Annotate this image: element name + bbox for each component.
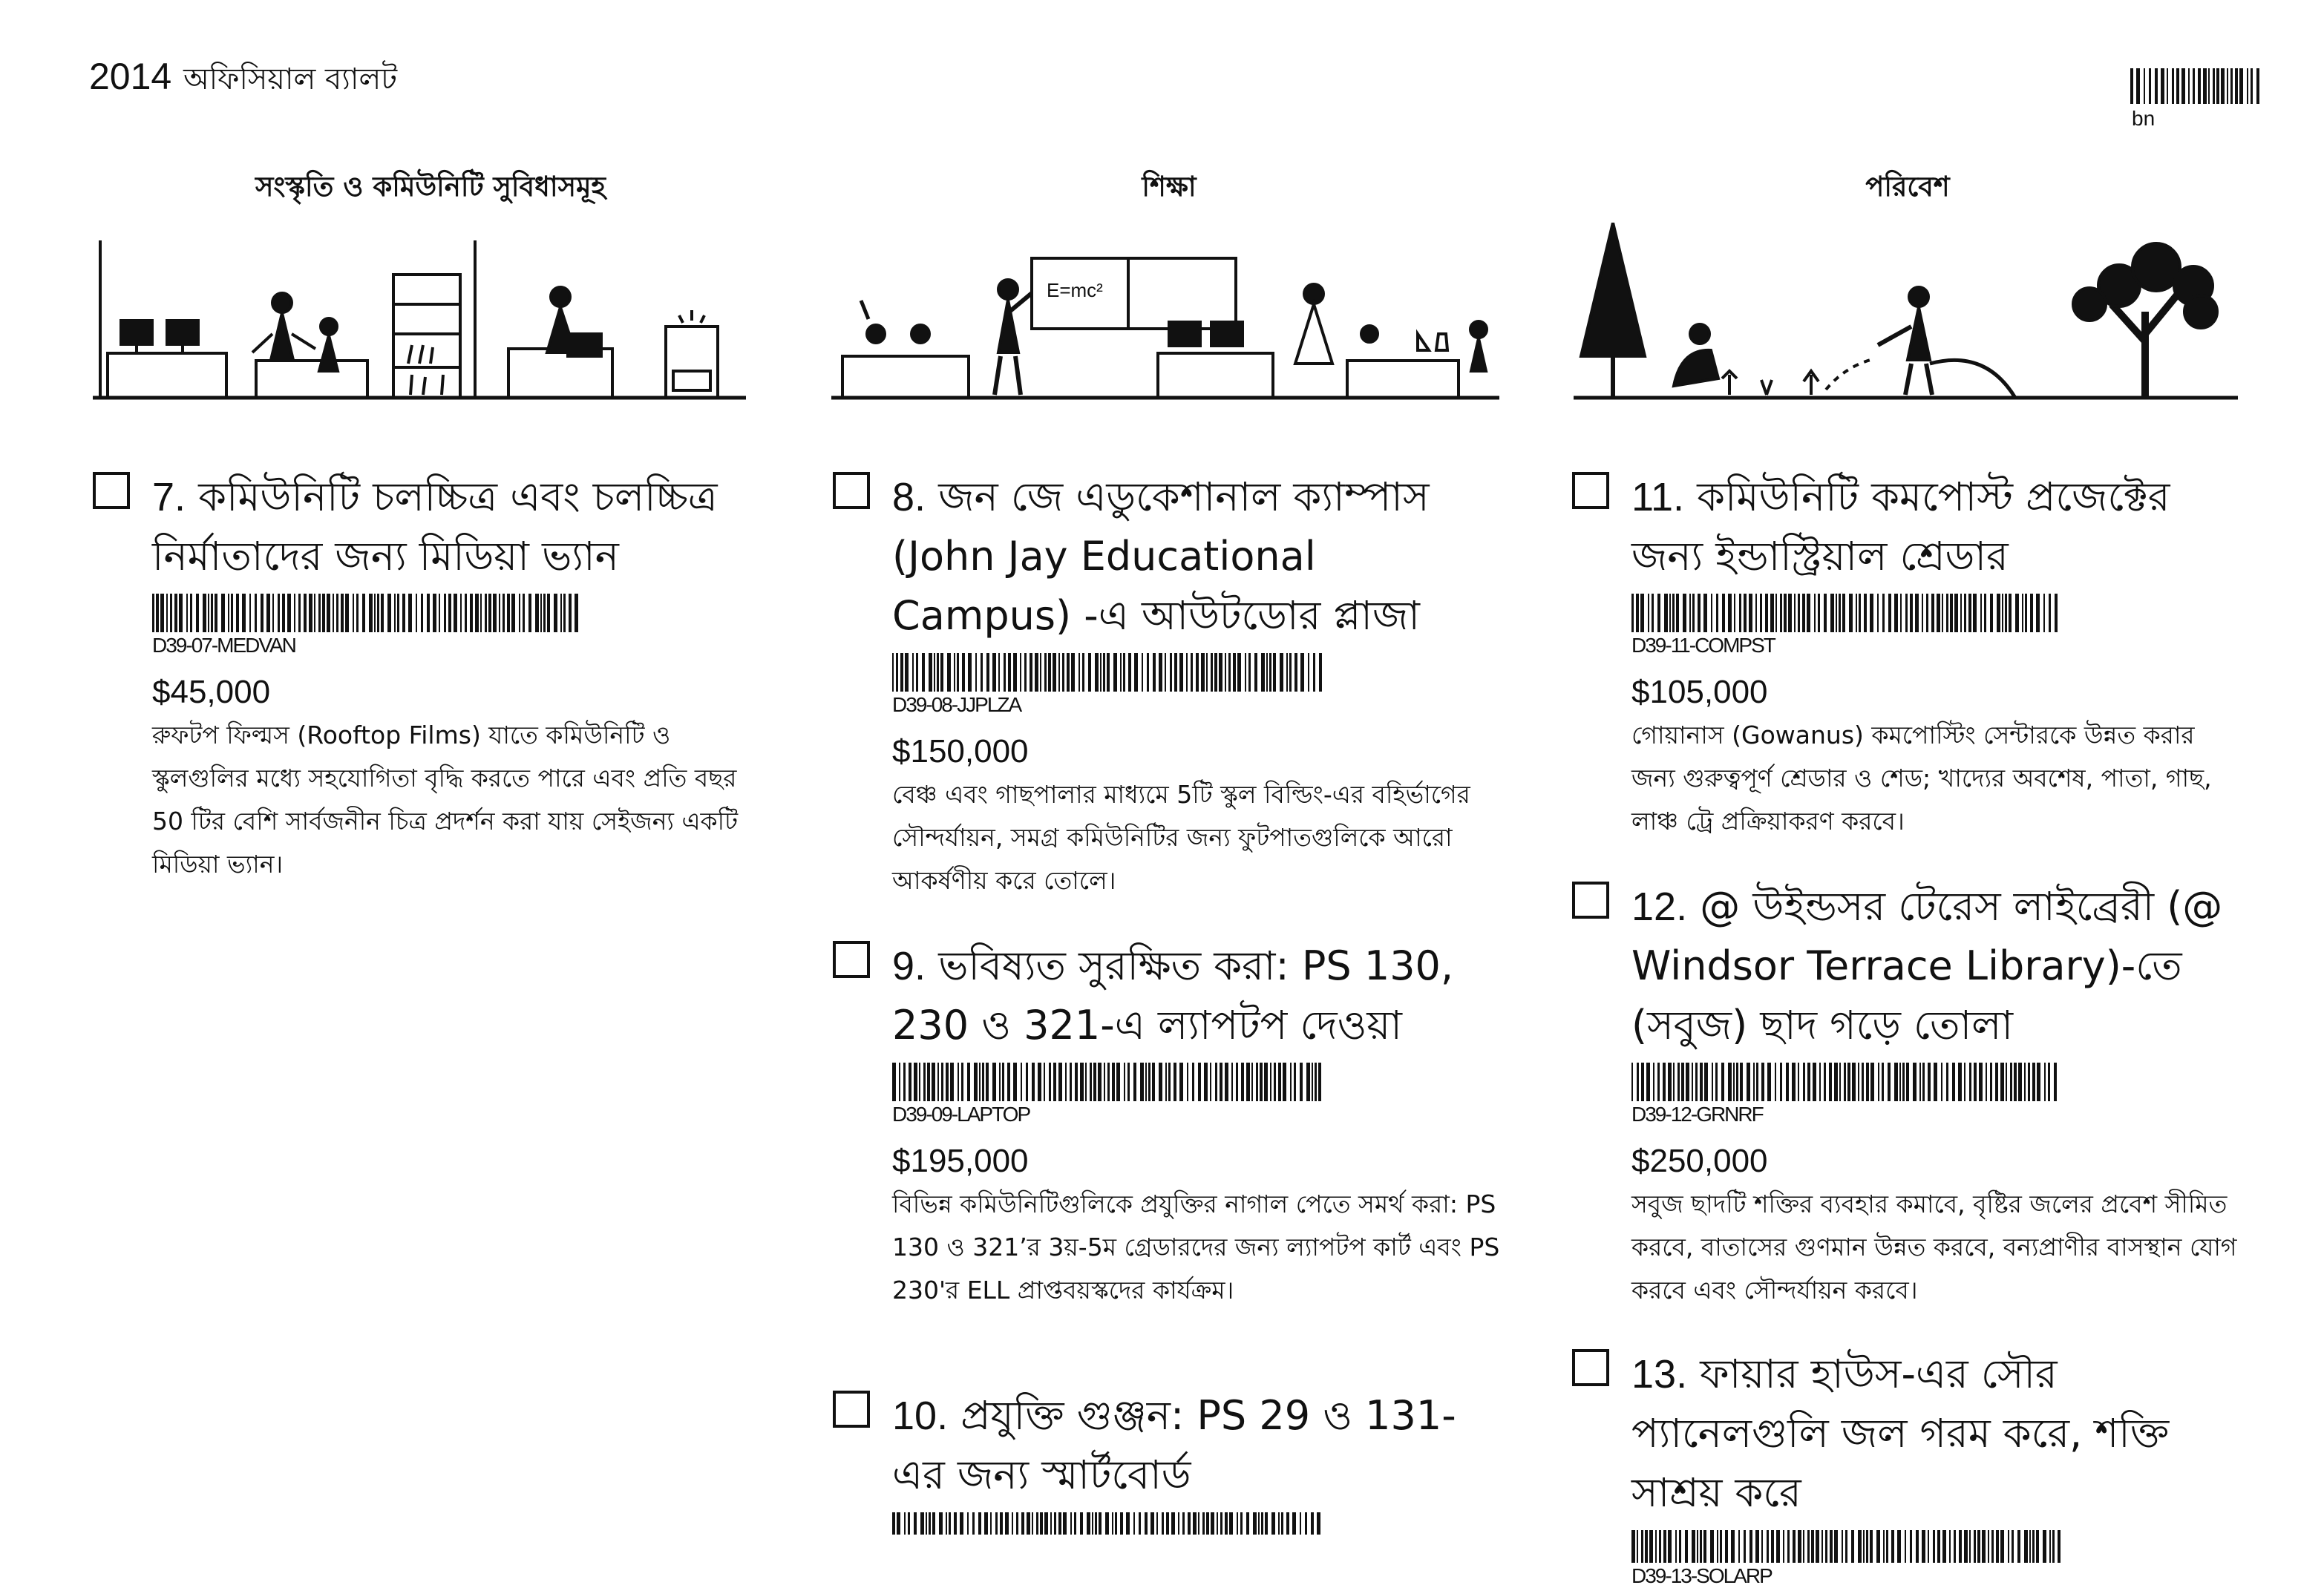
item-9-barcode <box>892 1063 1321 1101</box>
category-environment-heading: পরিবেশ <box>1865 171 1950 203</box>
item-10-title: 10. প্রযুক্তি গুঞ্জন: PS 29 ও 131-এর জন্… <box>892 1386 1486 1505</box>
item-8-code: D39-08-JJPLZA <box>892 693 1022 716</box>
item-7-number: 7. <box>152 475 186 519</box>
category-education-heading: শিক্ষা <box>1142 171 1197 203</box>
item-12-description: সবুজ ছাদটি শক্তির ব্যবহার কমাবে, বৃষ্টির… <box>1631 1190 2237 1305</box>
item-8-checkbox[interactable] <box>833 472 870 509</box>
item-12-title: 12. @ উইন্ডসর টেরেস লাইব্রেরী (@ Windsor… <box>1631 877 2225 1055</box>
item-9-number: 9. <box>892 944 926 988</box>
item-13-title: 13. ফায়ার হাউস-এর সৌর প্যানেলগুলি জল গর… <box>1631 1345 2225 1523</box>
item-11-title-text: কমিউনিটি কমপোস্ট প্রজেক্টের জন্য ইন্ডাস্… <box>1631 473 2170 580</box>
item-7-code: D39-07-MEDVAN <box>152 634 297 657</box>
item-11-title: 11. কমিউনিটি কমপোস্ট প্রজেক্টের জন্য ইন্… <box>1631 467 2225 586</box>
ballot-item-13: 13. ফায়ার হাউস-এর সৌর প্যানেলগুলি জল গর… <box>1572 1345 2225 1588</box>
ballot-item-10: 10. প্রযুক্তি গুঞ্জন: PS 29 ও 131-এর জন্… <box>833 1386 1486 1535</box>
item-8-title: 8. জন জে এডুকেশানাল ক্যাম্পাস (John Jay … <box>892 467 1486 646</box>
item-13-code: D39-13-SOLARP <box>1631 1564 1773 1587</box>
item-8-amount: $150,000 <box>892 733 1029 770</box>
item-11-number: 11. <box>1631 475 1685 519</box>
item-8-description: বেঞ্চ এবং গাছপালার মাধ্যমে 5টি স্কুল বিল… <box>892 780 1470 895</box>
item-9-amount: $195,000 <box>892 1143 1029 1179</box>
ballot-item-7: 7. কমিউনিটি চলচ্চিত্র এবং চলচ্চিত্র নির্… <box>93 467 746 886</box>
item-8-barcode <box>892 653 1322 692</box>
page-barcode <box>2130 68 2259 104</box>
item-12-checkbox[interactable] <box>1572 882 1609 919</box>
language-code: bn <box>2132 107 2156 130</box>
item-10-title-text: প্রযুক্তি গুঞ্জন: PS 29 ও 131-এর জন্য স্… <box>892 1392 1456 1498</box>
item-12-code: D39-12-GRNRF <box>1631 1103 1764 1126</box>
item-13-number: 13. <box>1631 1352 1688 1397</box>
item-9-title-text: ভবিষ্যত সুরক্ষিত করা: PS 130, 230 ও 321-… <box>892 942 1454 1049</box>
item-7-description: রুফটপ ফিল্মস (Rooftop Films) যাতে কমিউনি… <box>152 721 739 879</box>
item-10-barcode <box>892 1512 1320 1535</box>
item-11-barcode <box>1631 594 2058 632</box>
culture-illustration <box>93 240 746 400</box>
item-7-title-text: কমিউনিটি চলচ্চিত্র এবং চলচ্চিত্র নির্মাত… <box>152 473 718 580</box>
item-12-barcode <box>1631 1063 2057 1101</box>
ballot-title-text: অফিসিয়াল ব্যালট <box>183 62 398 96</box>
environment-illustration <box>1574 223 2238 400</box>
item-10-checkbox[interactable] <box>833 1391 870 1428</box>
education-illustration: E=mc² <box>831 257 1499 400</box>
item-7-amount: $45,000 <box>152 674 271 710</box>
board-formula: E=mc² <box>1047 279 1103 301</box>
ballot-item-8: 8. জন জে এডুকেশানাল ক্যাম্পাস (John Jay … <box>833 467 1486 902</box>
item-8-number: 8. <box>892 475 926 519</box>
ballot-item-11: 11. কমিউনিটি কমপোস্ট প্রজেক্টের জন্য ইন্… <box>1572 467 2225 843</box>
ballot-title: 2014 অফিসিয়াল ব্যালট <box>89 58 397 95</box>
item-7-title: 7. কমিউনিটি চলচ্চিত্র এবং চলচ্চিত্র নির্… <box>152 467 746 586</box>
item-9-description: বিভিন্ন কমিউনিটিগুলিকে প্রযুক্তির নাগাল … <box>892 1190 1500 1305</box>
item-9-code: D39-09-LAPTOP <box>892 1103 1031 1126</box>
item-13-checkbox[interactable] <box>1572 1349 1609 1386</box>
item-13-title-text: ফায়ার হাউস-এর সৌর প্যানেলগুলি জল গরম কর… <box>1631 1351 2170 1516</box>
category-culture-heading: সংস্কৃতি ও কমিউনিটি সুবিধাসমূহ <box>255 171 606 203</box>
item-12-amount: $250,000 <box>1631 1143 1768 1179</box>
item-11-description: গোয়ানাস (Gowanus) কমপোস্টিং সেন্টারকে উ… <box>1631 721 2212 836</box>
item-7-checkbox[interactable] <box>93 472 130 509</box>
item-11-checkbox[interactable] <box>1572 472 1609 509</box>
ballot-year: 2014 <box>89 56 172 97</box>
ballot-item-9: 9. ভবিষ্যত সুরক্ষিত করা: PS 130, 230 ও 3… <box>833 936 1499 1312</box>
item-7-barcode <box>152 594 578 632</box>
item-8-title-text: জন জে এডুকেশানাল ক্যাম্পাস (John Jay Edu… <box>892 473 1430 639</box>
item-10-number: 10. <box>892 1394 949 1438</box>
item-11-code: D39-11-COMPST <box>1631 634 1776 657</box>
item-12-title-text: @ উইন্ডসর টেরেস লাইব্রেরী (@ Windsor Ter… <box>1631 883 2223 1049</box>
item-13-barcode <box>1631 1530 2060 1563</box>
item-9-title: 9. ভবিষ্যত সুরক্ষিত করা: PS 130, 230 ও 3… <box>892 936 1486 1055</box>
item-9-checkbox[interactable] <box>833 941 870 978</box>
ballot-item-12: 12. @ উইন্ডসর টেরেস লাইব্রেরী (@ Windsor… <box>1572 877 2237 1312</box>
item-12-number: 12. <box>1631 885 1688 929</box>
item-11-amount: $105,000 <box>1631 674 1768 710</box>
